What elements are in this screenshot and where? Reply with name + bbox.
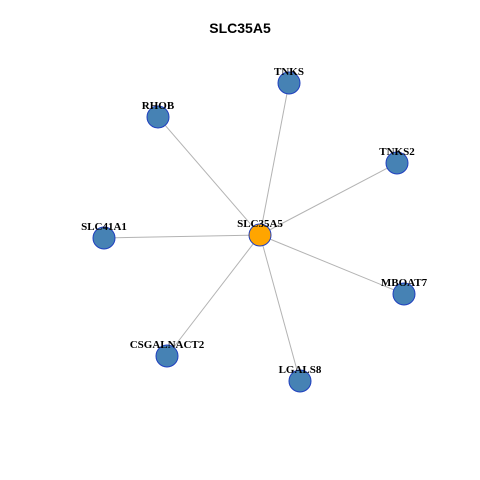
edge-slc35a5-mboat7	[259, 234, 405, 295]
node-label-rhob: RHOB	[142, 100, 175, 112]
node-label-slc35a5: SLC35A5	[237, 218, 283, 230]
node-label-tnks: TNKS	[274, 66, 304, 78]
node-lgals8	[288, 369, 312, 393]
node-csgalnact2	[155, 344, 179, 368]
edge-slc35a5-csgalnact2	[166, 234, 261, 357]
node-slc41a1	[92, 226, 116, 250]
edge-slc35a5-tnks2	[259, 162, 398, 236]
node-label-csgalnact2: CSGALNACT2	[130, 339, 205, 351]
node-rhob	[146, 105, 170, 129]
node-label-slc41a1: SLC41A1	[81, 221, 127, 233]
node-mboat7	[392, 282, 416, 306]
label-layer: SLC35A5 TNKS RHOB TNKS2SLC41A1MBOAT7CSGALNA…	[81, 66, 428, 376]
node-label-mboat7: MBOAT7	[381, 277, 428, 289]
edge-slc35a5-tnks	[259, 82, 290, 236]
edge-layer	[103, 82, 405, 382]
node-slc35a5	[248, 223, 272, 247]
graph-title: SLC35A5	[209, 20, 271, 36]
node-label-tnks2: TNKS2	[379, 146, 415, 158]
edge-slc35a5-slc41a1	[103, 234, 261, 239]
node-tnks	[277, 71, 301, 95]
node-tnks2	[385, 151, 409, 175]
node-layer	[92, 71, 416, 393]
edge-slc35a5-rhob	[157, 116, 261, 236]
edge-slc35a5-lgals8	[259, 234, 301, 382]
node-label-lgals8: LGALS8	[279, 364, 322, 376]
